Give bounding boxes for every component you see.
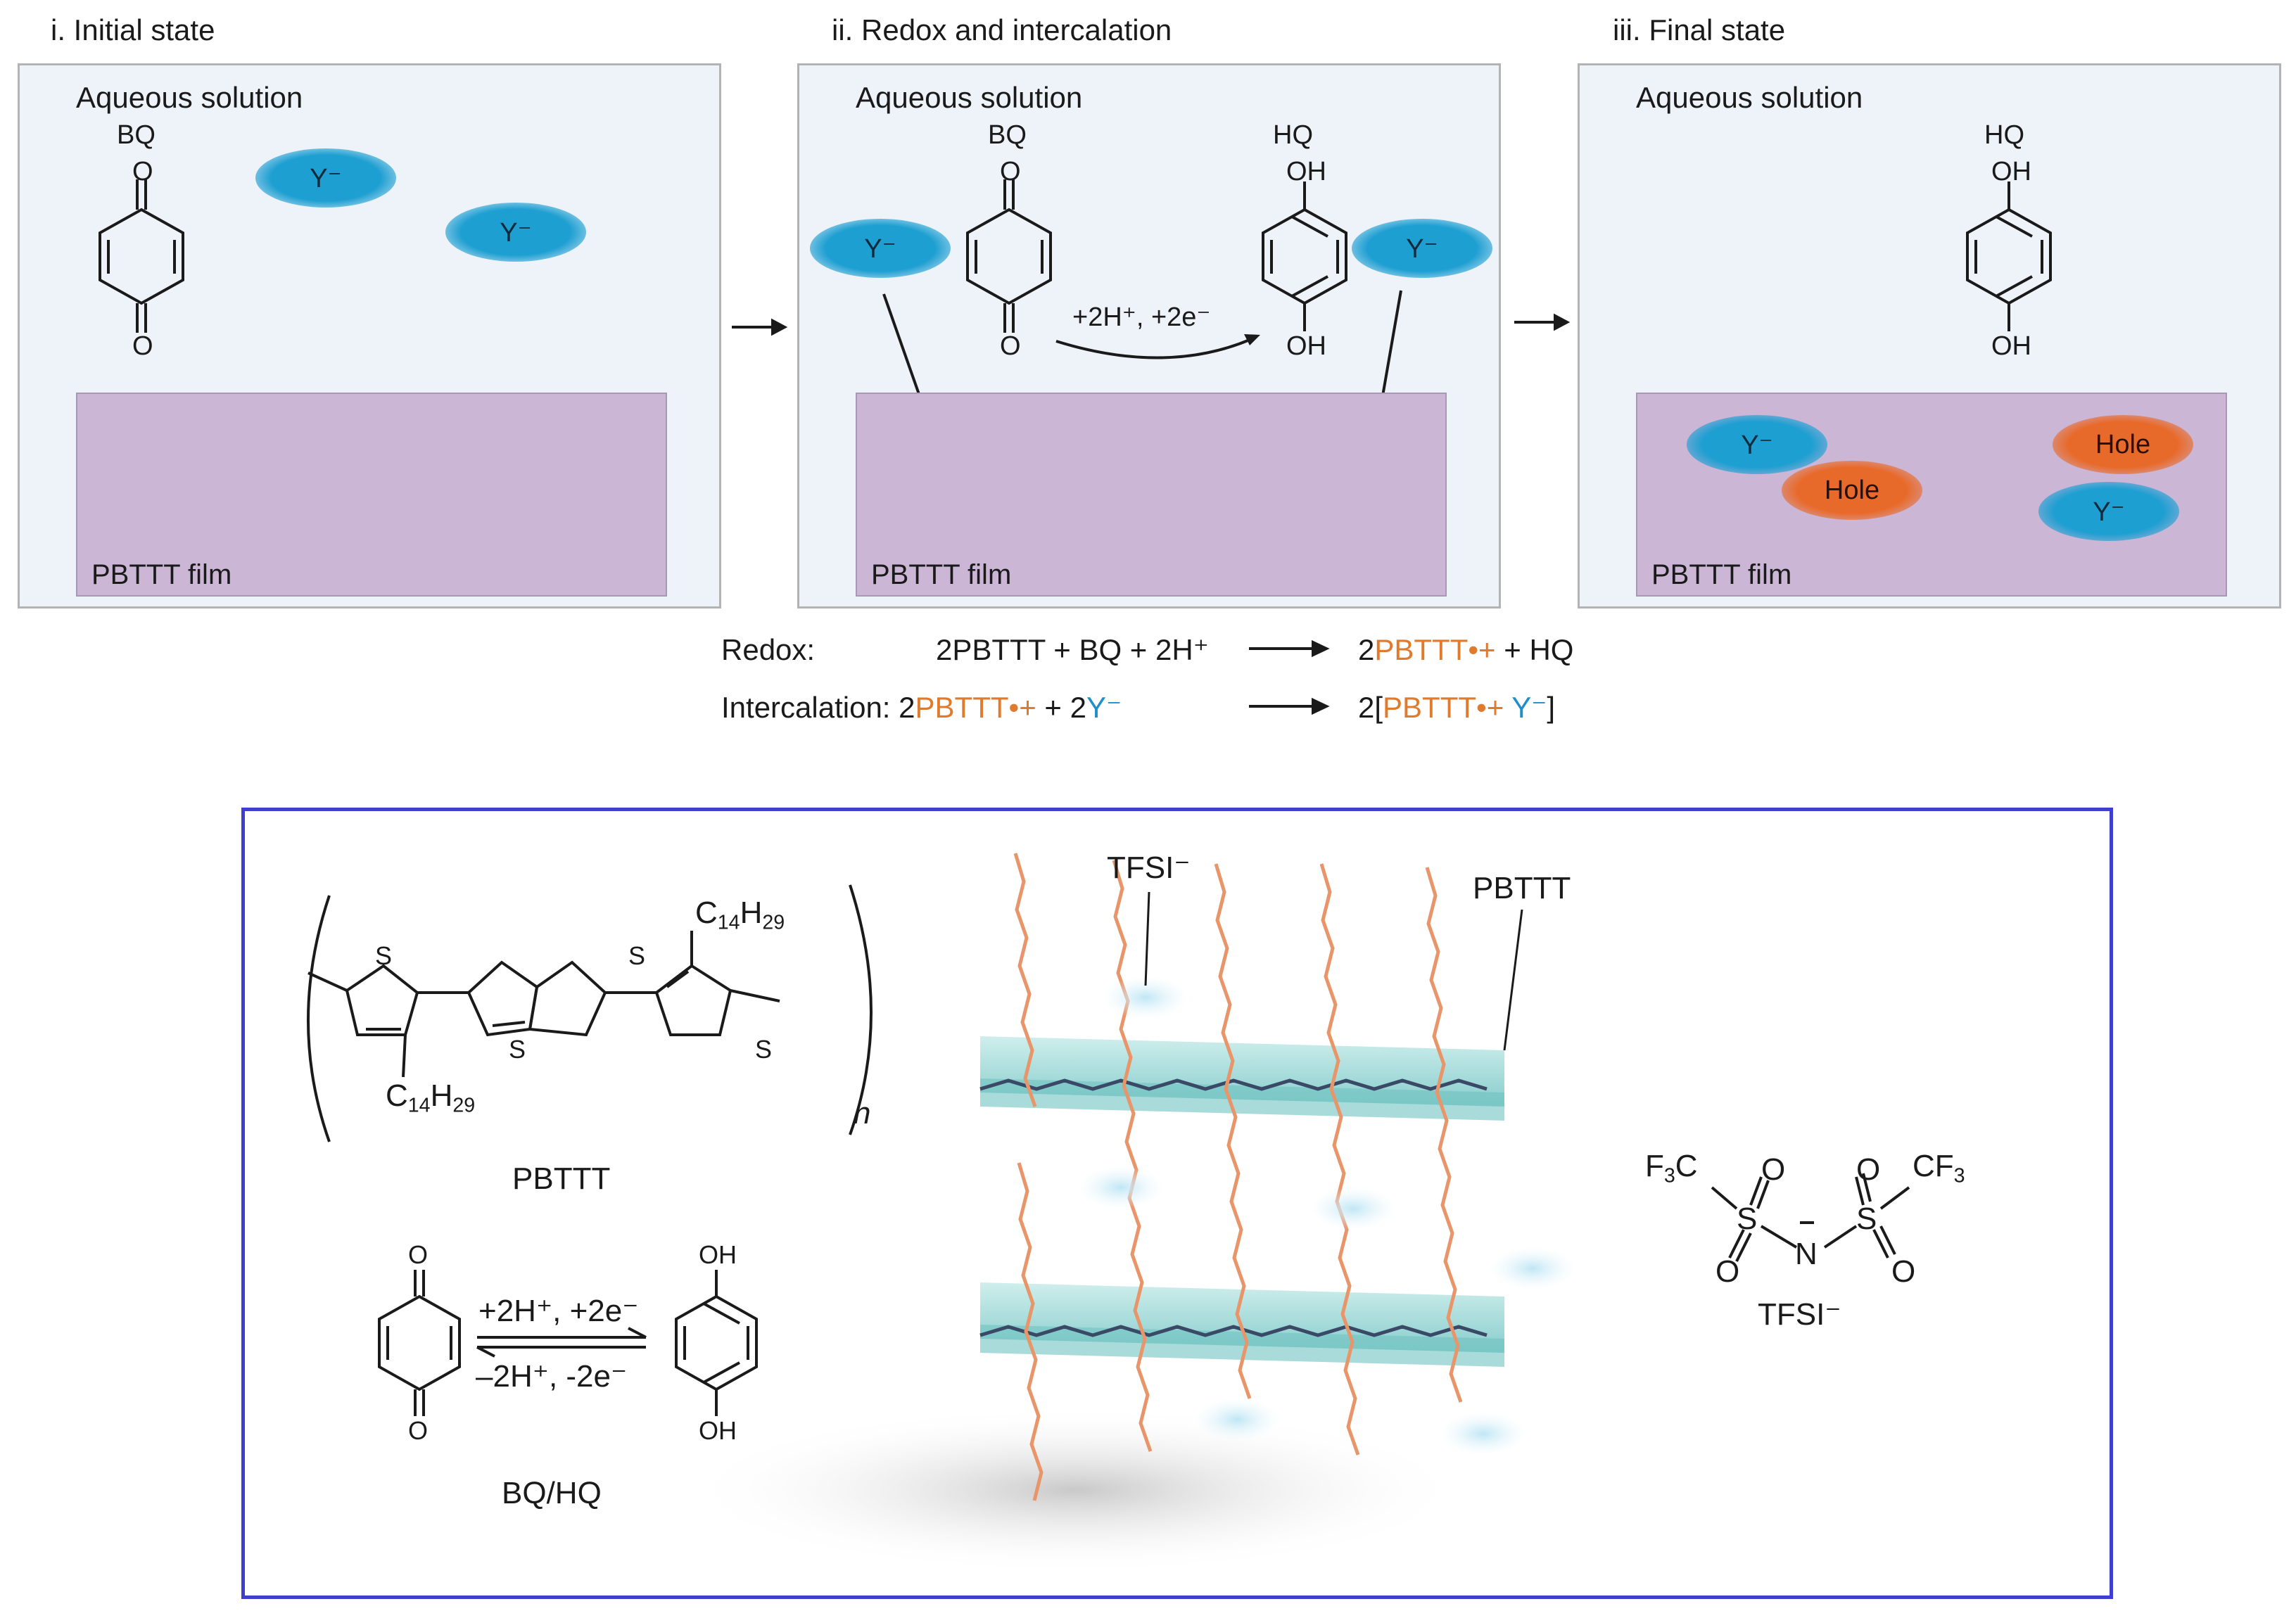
pbttt-structure (307, 884, 873, 1142)
oxygen-bottom: O (408, 1416, 429, 1445)
aqueous-solution-label: Aqueous solution (1636, 81, 1863, 114)
hydroxyl-top: OH (1286, 157, 1326, 186)
reverse-condition: –2H⁺, -2e⁻ (476, 1359, 628, 1394)
panel-2-title: ii. Redox and intercalation (832, 13, 1172, 46)
hole: Hole (2053, 415, 2193, 474)
sulfur-label: S (628, 941, 646, 970)
bq-label: BQ (117, 120, 156, 150)
bq-hq-name: BQ/HQ (502, 1476, 602, 1510)
redox-rhs: 2PBTTT•+ + HQ (1358, 633, 1574, 666)
pbttt-name: PBTTT (512, 1161, 611, 1196)
panel-final-state: Aqueous solution HQ OH OH Y⁻ Hole Hole Y… (1578, 63, 2281, 609)
y-ion: Y⁻ (445, 203, 586, 262)
oxygen-atom: O (1715, 1254, 1740, 1289)
pbttt-film: PBTTT film (856, 393, 1447, 597)
oxygen-bottom: O (132, 331, 153, 361)
redox-label: Redox: (721, 633, 816, 666)
sulfur-label: S (375, 941, 393, 970)
y-ion: Y⁻ (1352, 219, 1492, 278)
oxygen-top: O (408, 1240, 429, 1269)
film-label: PBTTT film (1651, 559, 1792, 590)
y-ion: Y⁻ (810, 219, 951, 278)
hq-structure (1966, 181, 2052, 331)
intercalation-rhs: 2[PBTTT•+ Y⁻] (1358, 691, 1556, 724)
y-ion: Y⁻ (255, 148, 396, 208)
bq-label: BQ (988, 120, 1027, 150)
hydroxyl-top: OH (1991, 157, 2031, 186)
oxygen-atom: O (1761, 1152, 1786, 1187)
y-ion: Y⁻ (2038, 482, 2179, 541)
panel-3-title: iii. Final state (1613, 13, 1786, 46)
hq-label: HQ (1273, 120, 1313, 150)
sulfur-label: S (755, 1035, 773, 1064)
film-label: PBTTT film (871, 559, 1012, 590)
film-label: PBTTT film (91, 559, 232, 590)
repeat-unit-n: n (854, 1096, 871, 1130)
pbttt-film: PBTTT film (76, 393, 667, 597)
sulfur-atom: S (1737, 1202, 1758, 1236)
hydroxyl-bottom: OH (1991, 331, 2031, 361)
tfsi-structure (1711, 1173, 1910, 1262)
sulfur-atom: S (1856, 1202, 1877, 1236)
redox-lhs: 2PBTTT + BQ + 2H⁺ (936, 633, 1209, 666)
hydroxyl-bottom: OH (1286, 331, 1326, 361)
oxygen-atom: O (1856, 1152, 1881, 1187)
nitrogen-atom: N (1795, 1237, 1818, 1271)
sulfur-label: S (509, 1035, 526, 1064)
tfsi-name: TFSI⁻ (1758, 1297, 1841, 1332)
aqueous-solution-label: Aqueous solution (76, 81, 303, 114)
lamellar-packing-illustration (681, 853, 1575, 1574)
pbttt-film: Y⁻ Hole Hole Y⁻ PBTTT film (1636, 393, 2227, 597)
panel-1-title: i. Initial state (51, 13, 215, 46)
hole: Hole (1782, 461, 1922, 520)
cf3-group: CF3 (1913, 1149, 1965, 1187)
hydroxyl-bottom: OH (699, 1416, 737, 1445)
pbttt-label: PBTTT (1473, 871, 1571, 905)
tfsi-label: TFSI⁻ (1107, 851, 1191, 885)
reaction-arrow-label: +2H⁺, +2e⁻ (1072, 302, 1211, 332)
structures-box: S S S S C14H29 C14H29 n PBTTT (241, 808, 2113, 1599)
y-ion: Y⁻ (1687, 415, 1827, 474)
hydroxyl-top: OH (699, 1240, 737, 1269)
oxygen-top: O (1000, 157, 1021, 186)
c14h29-bottom: C14H29 (386, 1078, 476, 1117)
oxygen-bottom: O (1000, 331, 1021, 361)
bq-hq-equilibrium (378, 1270, 758, 1416)
oxygen-atom: O (1891, 1254, 1916, 1289)
panel-initial-state: Aqueous solution BQ O O Y⁻ Y⁻ PBTTT film (18, 63, 721, 609)
aqueous-solution-label: Aqueous solution (856, 81, 1083, 114)
panel-redox-intercalation: Aqueous solution BQ HQ (797, 63, 1501, 609)
intercalation-lhs: Intercalation: 2PBTTT•+ + 2Y⁻ (721, 691, 1122, 724)
f3c-group: F3C (1645, 1149, 1698, 1187)
hq-label: HQ (1984, 120, 2024, 150)
bq-structure (99, 179, 184, 333)
oxygen-top: O (132, 157, 153, 186)
forward-condition: +2H⁺, +2e⁻ (478, 1294, 639, 1328)
c14h29-top: C14H29 (695, 896, 785, 934)
